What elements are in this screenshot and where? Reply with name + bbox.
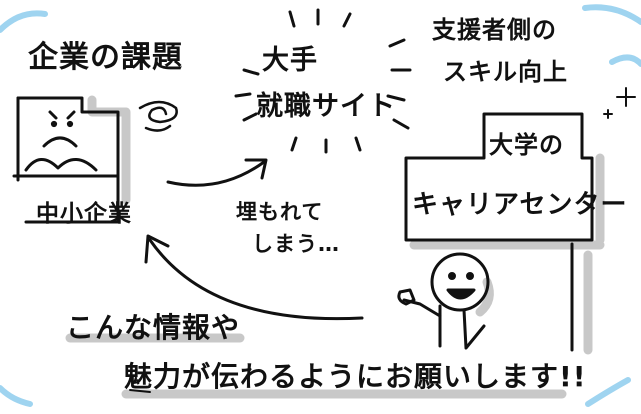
- skill-improvement-line1: 支援者側の: [432, 16, 557, 44]
- arrow-to-job-site: [166, 158, 268, 187]
- career-center-sign: [404, 112, 594, 352]
- buried-text-line1: 埋もれて: [236, 200, 324, 224]
- university-label: 大学の: [489, 131, 564, 159]
- job-site-label-line2: 就職サイト: [256, 91, 396, 122]
- message-underline: [129, 389, 151, 393]
- star-icon: [603, 87, 636, 119]
- sme-label: 中小企業: [36, 201, 132, 227]
- arrow-to-sme: [144, 234, 364, 321]
- buried-text-line2: しまう…: [252, 232, 340, 256]
- smiling-person: [397, 252, 490, 350]
- career-center-label: キャリアセンター: [412, 190, 628, 220]
- job-site-label-line1: 大手: [262, 45, 318, 76]
- request-message-line1: こんな情報や: [66, 311, 241, 344]
- sparkle-lines: [234, 8, 412, 154]
- skill-improvement-line2: スキル向上: [443, 58, 568, 86]
- page-title: 企業の課題: [28, 40, 183, 75]
- sigh-swirl-icon: [138, 100, 178, 132]
- sky-decoration: [0, 4, 641, 407]
- request-message-line2: 魅力が伝わるようにお願いします!!: [124, 360, 587, 393]
- sme-building: [12, 96, 120, 224]
